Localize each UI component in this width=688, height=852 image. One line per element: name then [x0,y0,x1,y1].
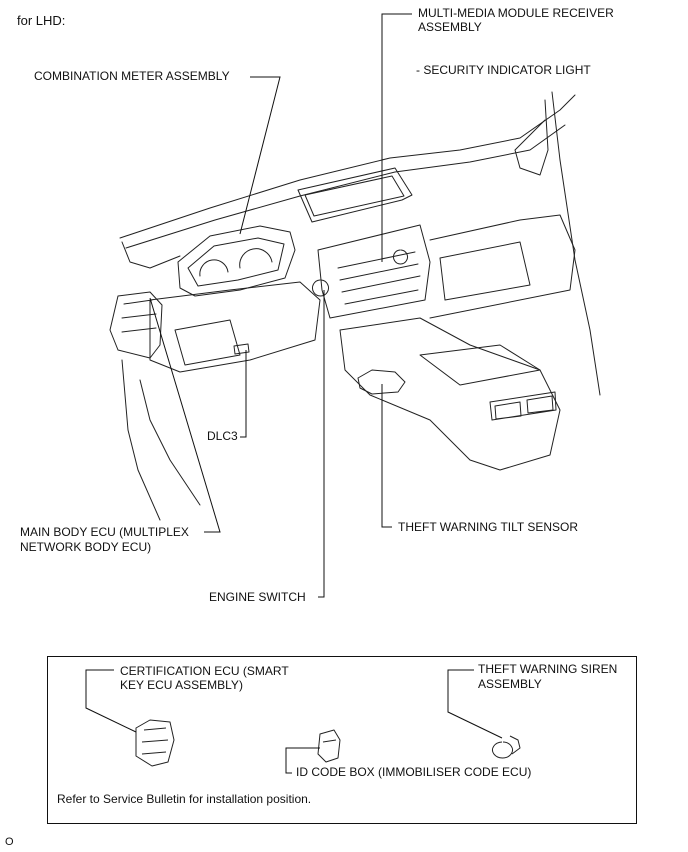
certification-ecu-label-line1: CERTIFICATION ECU (SMART [120,664,289,678]
siren-drawing [492,735,521,759]
meter-hood [177,225,296,297]
security-indicator-label: - SECURITY INDICATOR LIGHT [416,63,591,77]
engine-switch [312,279,329,297]
multimedia-label-line1: MULTI-MEDIA MODULE RECEIVER [418,6,614,20]
leader-multimedia [381,13,412,262]
main-body-ecu-label-line2: NETWORK BODY ECU) [20,540,152,554]
leader-dlc3 [240,350,247,438]
center-stack-buttons [337,251,421,305]
right-dash-vent [439,241,531,301]
dashboard-top-inner [125,124,566,249]
tilt-sensor [357,369,406,395]
leader-tilt-sensor [381,384,392,528]
lower-dash-left [149,281,321,373]
console-lid [419,344,541,386]
multimedia-label-line2: ASSEMBLY [418,20,482,34]
leader-siren [447,669,503,739]
siren-label-line1: THEFT WARNING SIREN [478,662,618,676]
right-dash-wing [429,214,576,319]
main-body-ecu-label-line1: MAIN BODY ECU (MULTIPLEX [20,525,189,539]
dlc3-label: DLC3 [207,429,238,443]
left-door-edge [139,379,201,506]
nav-screen-inner [304,175,405,217]
certification-ecu-label-line2: KEY ECU ASSEMBLY) [120,678,243,692]
figure-code: O [5,836,14,848]
leader-combination-meter [239,76,281,235]
a-pillar [551,91,601,396]
combination-meter-label: COMBINATION METER ASSEMBLY [34,69,230,83]
variant-label: for LHD: [17,13,66,28]
center-stack-knob [393,249,408,265]
meter-face [187,237,285,287]
leader-main-body-ecu [149,297,221,533]
left-kick-panel [121,359,161,521]
dlc3-connector [233,343,250,355]
a-pillar-inner [514,99,549,176]
installation-note: Refer to Service Bulletin for installati… [57,792,312,806]
inset-box [47,656,637,824]
id-code-box-label: ID CODE BOX (IMMOBILISER CODE ECU) [296,765,532,779]
windshield-edge [121,241,181,269]
certification-ecu-drawing [135,719,175,767]
id-code-box-drawing [317,729,341,763]
siren-label-line2: ASSEMBLY [478,677,542,691]
meter-dials [199,248,273,277]
tilt-sensor-label: THEFT WARNING TILT SENSOR [398,520,579,534]
main-body-ecu [109,291,163,359]
nav-screen [297,167,413,223]
leader-certification [85,669,137,733]
leader-id-code-box [285,747,320,774]
engine-switch-label: ENGINE SWITCH [209,590,306,604]
center-stack [317,224,431,319]
leader-engine-switch [318,290,325,598]
main-body-ecu-detail [121,299,157,333]
glovebox-area [174,319,241,366]
dashboard-top-outline [119,94,576,239]
rear-vent [489,391,557,421]
